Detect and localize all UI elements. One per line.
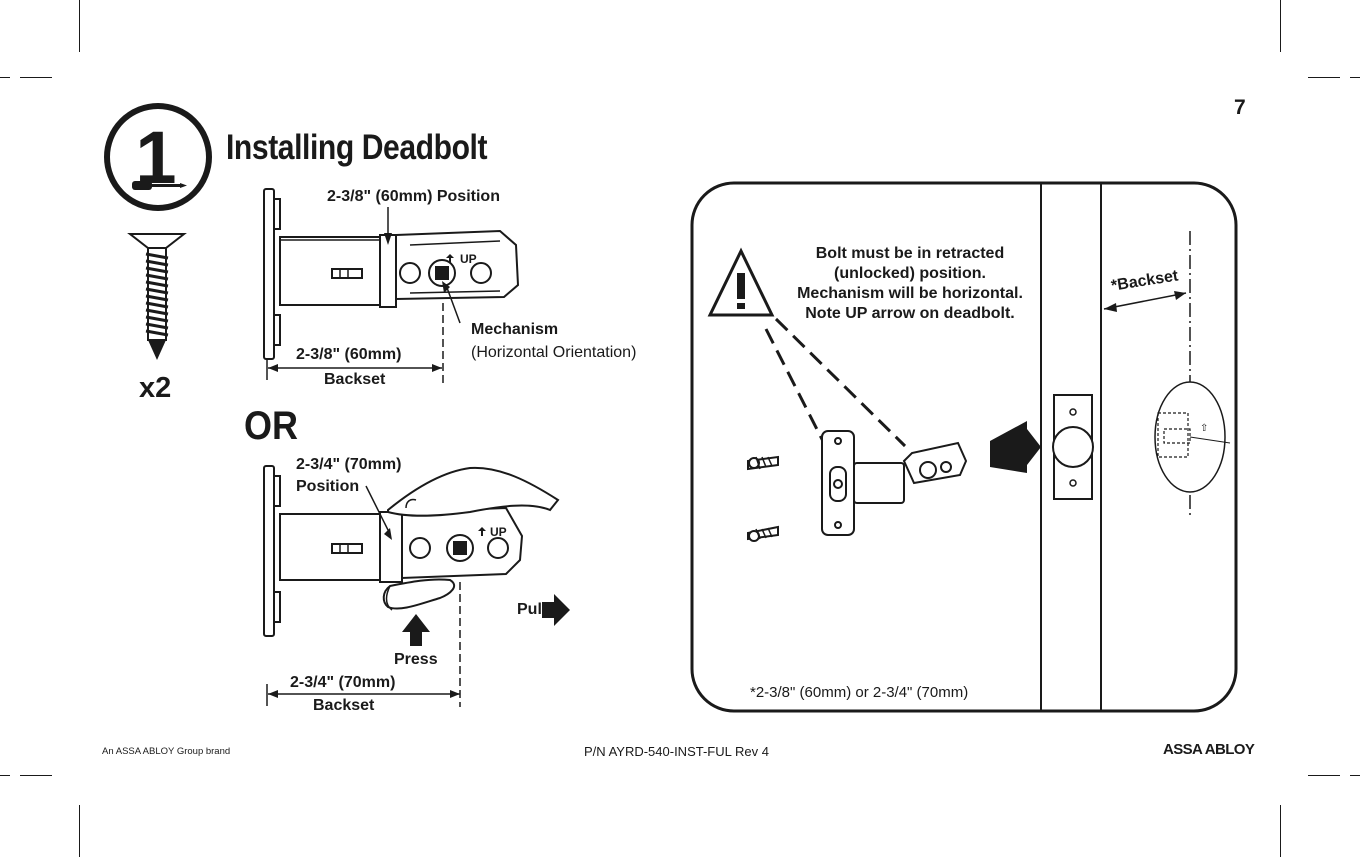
wood-screw-illustration [127, 233, 187, 360]
position-70mm-line2: Position [296, 478, 360, 495]
crop-mark [0, 77, 10, 78]
step-number-badge: 1 [102, 101, 214, 213]
pull-label: Pull [517, 601, 547, 618]
warning-line: Mechanism will be horizontal. [797, 285, 1023, 302]
arrow-right-icon [542, 594, 570, 626]
crop-mark [1308, 775, 1340, 776]
deadbolt-70mm-illustration: UP [263, 465, 570, 707]
screw-quantity: x2 [139, 372, 172, 404]
crop-mark [1308, 77, 1340, 78]
crop-mark [20, 77, 52, 78]
arrow-up-icon [402, 614, 430, 646]
door-detail-panel: ⇧ [690, 181, 1238, 713]
page-number: 7 [1234, 96, 1246, 119]
step-title: Installing Deadbolt [226, 128, 488, 167]
backset-60mm-label: Backset [324, 371, 386, 388]
warning-line: (unlocked) position. [834, 265, 986, 282]
crop-mark [20, 775, 52, 776]
up-marker: UP [460, 252, 477, 266]
position-70mm-line1: 2-3/4" (70mm) [296, 456, 402, 473]
deadbolt-60mm-illustration: UP [263, 188, 520, 385]
dimension-60mm-label: 2-3/8" (60mm) [296, 346, 402, 363]
part-number: P/N AYRD-540-INST-FUL Rev 4 [584, 744, 769, 759]
warning-line: Bolt must be in retracted [815, 245, 1005, 262]
warning-text: Bolt must be in retracted (unlocked) pos… [760, 244, 1060, 324]
warning-line: Note UP arrow on deadbolt. [805, 305, 1015, 322]
crop-mark [79, 0, 80, 52]
crop-mark [1350, 775, 1360, 776]
position-60mm-label: 2-3/8" (60mm) Position [327, 188, 500, 205]
crop-mark [0, 775, 10, 776]
backset-60mm-dimension [266, 358, 442, 380]
dimension-70mm-label: 2-3/4" (70mm) [290, 674, 396, 691]
backset-70mm-dimension [266, 684, 460, 706]
warning-icon [707, 247, 775, 317]
crop-mark [1280, 805, 1281, 857]
brand-logo: ASSA ABLOY [1163, 741, 1255, 758]
up-marker: UP [490, 525, 507, 539]
svg-text:⇧: ⇧ [1200, 423, 1208, 434]
arrow-right-icon [990, 421, 1041, 473]
crop-mark [1350, 77, 1360, 78]
press-label: Press [394, 651, 438, 668]
backset-footnote: *2-3/8" (60mm) or 2-3/4" (70mm) [750, 684, 969, 701]
orientation-label: (Horizontal Orientation) [471, 344, 637, 361]
brand-text: An ASSA ABLOY Group brand [102, 746, 231, 757]
crop-mark [79, 805, 80, 857]
crop-mark [1280, 0, 1281, 52]
screwdriver-icon [132, 181, 187, 190]
backset-70mm-label: Backset [313, 697, 375, 714]
mechanism-label: Mechanism [471, 321, 559, 338]
or-divider-label: OR [244, 404, 298, 448]
